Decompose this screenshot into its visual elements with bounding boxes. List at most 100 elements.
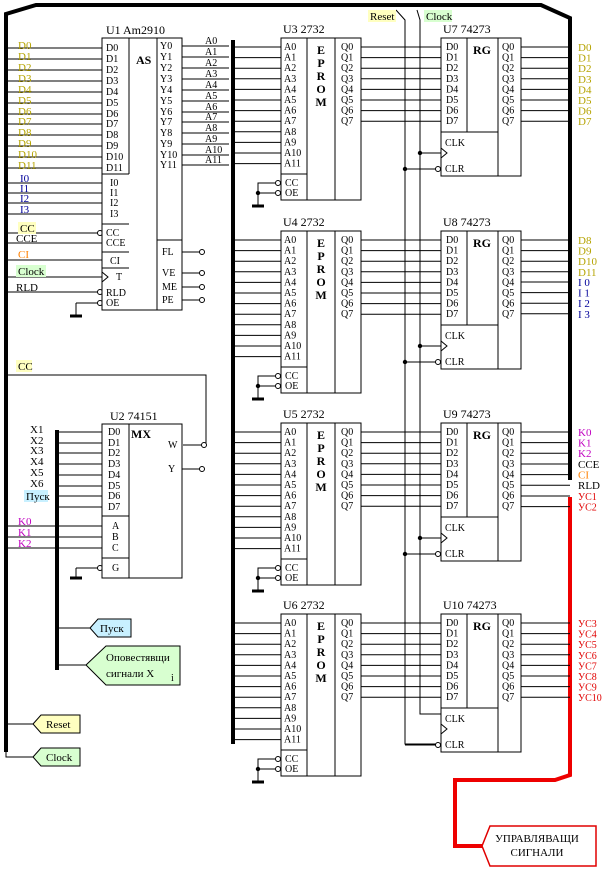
junction-dot: [417, 343, 423, 349]
eprom-pin-Q0: Q0: [341, 42, 353, 53]
eprom-pin-A7: A7: [284, 309, 296, 320]
u1-pin-D3: D3: [106, 76, 118, 87]
eprom-pin-A2: A2: [284, 448, 296, 459]
reg-pin-Q5: Q5: [502, 288, 514, 299]
u1-pin-D1: D1: [106, 54, 118, 65]
u1-pin-ME: ME: [162, 282, 177, 293]
top-reset-tag: Reset: [368, 10, 396, 23]
u1-pin-Y11: Y11: [160, 160, 177, 171]
u1-pin-CI: CI: [110, 256, 120, 267]
register-u9: [440, 422, 522, 562]
eprom-pin-Q6: Q6: [341, 106, 353, 117]
eprom-pin-A7: A7: [284, 692, 296, 703]
clock-tag-shape: [32, 747, 81, 767]
eprom-pin-A5: A5: [284, 95, 296, 106]
reg-pin-Q0: Q0: [502, 235, 514, 246]
reg-pin-Q5: Q5: [502, 95, 514, 106]
reg-pin-Q2: Q2: [502, 639, 514, 650]
u1-pin-Y7: Y7: [160, 117, 172, 128]
eprom-letter: P: [317, 56, 324, 70]
reg-pin-Q0: Q0: [502, 618, 514, 629]
eprom-pin-Q4: Q4: [341, 469, 353, 480]
reg-pin-D4: D4: [446, 660, 458, 671]
eprom-pin-A2: A2: [284, 256, 296, 267]
reg-pin-Q7: Q7: [502, 309, 514, 320]
register-title-u9: U9 74273: [443, 407, 491, 421]
addr-A0: A0: [205, 36, 217, 47]
u8-out-i-0: I 0: [578, 277, 590, 289]
u2-pin-A: A: [112, 521, 120, 532]
eprom-pin-A8: A8: [284, 320, 296, 331]
eprom-pin-A0: A0: [284, 427, 296, 438]
u10-out-4: УС7: [578, 661, 597, 672]
u7-out-1: D1: [578, 53, 591, 65]
eprom-pin-Q2: Q2: [341, 448, 353, 459]
u1-pin-Y6: Y6: [160, 107, 172, 118]
signal-I1: I1: [20, 183, 29, 195]
eprom-pin-A10: A10: [284, 341, 301, 352]
u10-out-3: УС6: [578, 651, 597, 662]
u1-pin-Y9: Y9: [160, 139, 172, 150]
signal-D8: D8: [18, 127, 32, 139]
eprom-pin-OE: OE: [285, 188, 298, 199]
reg-pin-D1: D1: [446, 53, 458, 64]
reg-clock-marker: [440, 532, 448, 544]
u1-pin-D7: D7: [106, 119, 118, 130]
control-signal-bus: [453, 497, 572, 848]
eprom-pin-OE: OE: [285, 764, 298, 775]
eprom-pin-A10: A10: [284, 724, 301, 735]
u10-out-6: УС9: [578, 683, 597, 694]
reg-pin-Q1: Q1: [502, 53, 514, 64]
u1-pin-OE: OE: [106, 298, 119, 309]
u9-out-ctrl-1: CI: [578, 470, 589, 482]
u10-out-1: УС4: [578, 630, 597, 641]
junction-dot: [255, 766, 261, 772]
eprom-pin-Q7: Q7: [341, 116, 353, 127]
reg-pin-D6: D6: [446, 491, 458, 502]
eprom-letter: E: [317, 236, 325, 250]
reg-pin-Q4: Q4: [502, 469, 514, 480]
signal-D5: D5: [18, 95, 32, 107]
u9-out-us-0: УС1: [578, 492, 597, 503]
u2-pin-Y: Y: [168, 464, 175, 475]
register-title-u10: U10 74273: [443, 598, 497, 612]
eprom-pin-Q1: Q1: [341, 246, 353, 257]
eprom-pin-Q3: Q3: [341, 267, 353, 278]
eprom-pin-A6: A6: [284, 682, 296, 693]
eprom-letter: P: [317, 441, 324, 455]
u9-out-k-1: K1: [578, 438, 591, 450]
eprom-pin-A5: A5: [284, 671, 296, 682]
inversion-bubble: [275, 766, 281, 772]
reg-pin-Q6: Q6: [502, 299, 514, 310]
u8-out-d-0: D8: [578, 235, 592, 247]
addr-A10: A10: [205, 145, 222, 156]
addr-A7: A7: [205, 112, 217, 123]
eprom-pin-Q0: Q0: [341, 427, 353, 438]
reset-tag-text: Reset: [46, 719, 70, 731]
signal-Pusk-tag-bg: [24, 490, 48, 502]
reg-pin-D1: D1: [446, 629, 458, 640]
u1-clock-marker: [101, 271, 109, 283]
eprom-pin-A11: A11: [284, 352, 301, 363]
junction-dot: [417, 150, 423, 156]
u2-pin-D7: D7: [108, 502, 120, 513]
eprom-letter: M: [315, 480, 326, 494]
u1-pin-Y1: Y1: [160, 52, 172, 63]
eprom-title-u4: U4 2732: [283, 215, 325, 229]
eprom-pin-Q3: Q3: [341, 74, 353, 85]
clock-line: [416, 9, 441, 715]
signal-K2: K2: [18, 538, 31, 550]
u2-pin-D2: D2: [108, 448, 120, 459]
reg-pin-D7: D7: [446, 501, 458, 512]
eprom-letter: O: [316, 275, 325, 289]
signal-D6: D6: [18, 106, 32, 118]
u1-pin-Y8: Y8: [160, 128, 172, 139]
addr-A1: A1: [205, 47, 217, 58]
eprom-letter: P: [317, 249, 324, 263]
u1-pin-D4: D4: [106, 87, 118, 98]
reg-pin-D3: D3: [446, 74, 458, 85]
eprom-pin-A7: A7: [284, 116, 296, 127]
notify-tag-line1: Оповестявщи: [106, 652, 170, 664]
u1-pin-Y3: Y3: [160, 74, 172, 85]
